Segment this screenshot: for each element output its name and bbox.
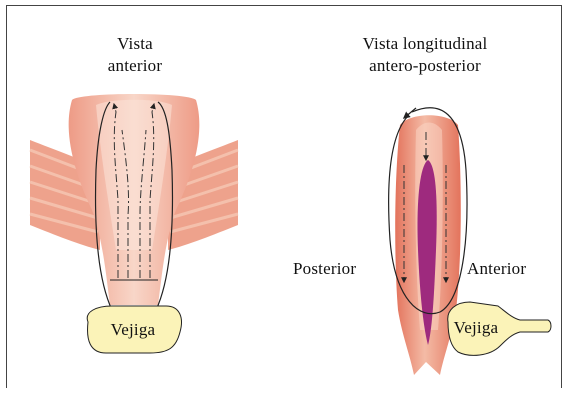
- anterior-view-title: Vista anterior: [80, 33, 190, 77]
- anterior-view-title-line1: Vista: [80, 33, 190, 55]
- bladder-label-right: Vejiga: [446, 317, 506, 339]
- longitudinal-view-title-line1: Vista longitudinal: [330, 33, 520, 55]
- longitudinal-view-title-line2: antero-posterior: [330, 55, 520, 77]
- anterior-view-title-line2: anterior: [80, 55, 190, 77]
- posterior-label: Posterior: [293, 258, 373, 280]
- anterior-label: Anterior: [467, 258, 547, 280]
- bladder-label-left: Vejiga: [88, 319, 178, 341]
- uterus-anterior-view: [30, 94, 238, 353]
- longitudinal-view-title: Vista longitudinal antero-posterior: [330, 33, 520, 77]
